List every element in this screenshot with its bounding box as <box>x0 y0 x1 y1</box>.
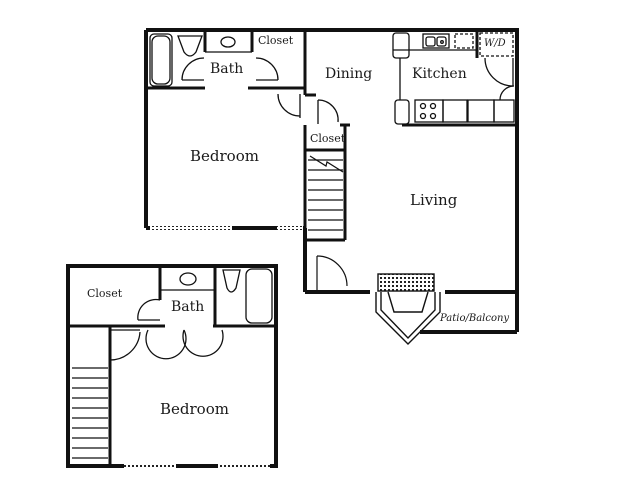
upper-bedroom-label: Bedroom <box>190 147 259 165</box>
kitchen-label: Kitchen <box>412 66 467 82</box>
living-label: Living <box>410 191 458 209</box>
lower-bath-label: Bath <box>171 299 205 315</box>
upper-bath-label: Bath <box>210 61 244 77</box>
patio-balcony-label: Patio/Balcony <box>440 313 510 324</box>
hall-closet-label: Closet <box>310 132 346 145</box>
washer-dryer-label: W/D <box>484 38 506 49</box>
dining-label: Dining <box>325 66 373 82</box>
lower-closet-label: Closet <box>87 287 123 300</box>
lower-bedroom-label: Bedroom <box>160 400 229 418</box>
upper-bath-closet-label: Closet <box>258 34 294 47</box>
